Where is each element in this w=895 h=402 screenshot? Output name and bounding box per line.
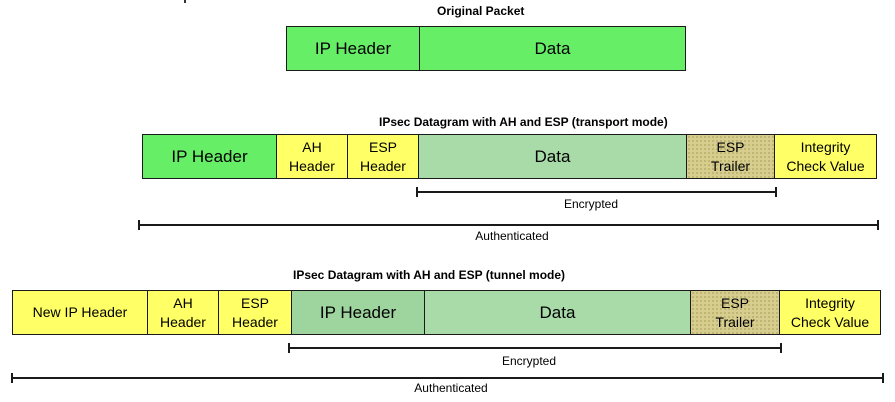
transport-encrypted-line: [416, 191, 777, 193]
tunnel-trailer-line1: ESP: [720, 294, 749, 311]
original-data-label: Data: [534, 39, 571, 58]
transport-data: Data: [418, 134, 687, 179]
tunnel-ip-header-label: IP Header: [319, 303, 397, 322]
tunnel-ah-header: AH Header: [147, 290, 219, 335]
tunnel-authenticated-label: Authenticated: [414, 381, 488, 395]
tunnel-authenticated-line: [11, 377, 884, 379]
original-ip-header: IP Header: [286, 26, 420, 71]
tunnel-esp-line1: ESP: [240, 294, 269, 311]
transport-esp-header: ESP Header: [347, 134, 419, 179]
tunnel-ah-line1: AH: [173, 294, 193, 311]
transport-esp-trailer: ESP Trailer: [686, 134, 775, 179]
tunnel-encrypted-label: Encrypted: [501, 354, 557, 368]
tunnel-data-label: Data: [539, 303, 576, 322]
tunnel-encrypted-line: [288, 347, 782, 349]
transport-ah-line1: AH: [302, 138, 322, 155]
transport-authenticated-line: [138, 224, 879, 226]
tunnel-data: Data: [424, 290, 691, 335]
transport-icv-line1: Integrity: [800, 138, 851, 155]
transport-esp-line2: Header: [360, 157, 406, 174]
transport-ah-header: AH Header: [276, 134, 348, 179]
transport-encrypted-right-tick: [775, 187, 777, 197]
transport-authenticated-label: Authenticated: [475, 229, 549, 243]
tunnel-new-ip-header-label: New IP Header: [32, 304, 128, 320]
tunnel-esp-trailer: ESP Trailer: [690, 290, 780, 335]
transport-authenticated-right-tick: [877, 220, 879, 230]
tunnel-icv-line1: Integrity: [805, 294, 855, 311]
transport-ip-header: IP Header: [142, 134, 277, 179]
transport-trailer-line2: Trailer: [710, 157, 751, 174]
tunnel-authenticated-right-tick: [882, 373, 884, 383]
tunnel-esp-line2: Header: [232, 313, 278, 330]
transport-esp-line1: ESP: [368, 138, 397, 155]
transport-ah-line2: Header: [289, 157, 335, 174]
transport-trailer-line1: ESP: [716, 138, 745, 155]
original-ip-header-label: IP Header: [314, 39, 392, 58]
tunnel-ah-line2: Header: [160, 313, 206, 330]
tunnel-encrypted-right-tick: [780, 343, 782, 353]
tunnel-trailer-line2: Trailer: [715, 313, 755, 330]
transport-encrypted-label: Encrypted: [563, 197, 619, 211]
tunnel-ip-header: IP Header: [291, 290, 425, 335]
transport-ip-header-label: IP Header: [171, 147, 248, 166]
stray-mark: [184, 0, 186, 3]
transport-title: IPsec Datagram with AH and ESP (transpor…: [379, 115, 668, 129]
transport-data-label: Data: [534, 147, 571, 166]
tunnel-title: IPsec Datagram with AH and ESP (tunnel m…: [293, 268, 566, 282]
original-data: Data: [419, 26, 686, 71]
tunnel-icv-line2: Check Value: [790, 313, 870, 330]
original-packet-title: Original Packet: [437, 4, 525, 18]
transport-icv-line2: Check Value: [786, 157, 865, 174]
tunnel-esp-header: ESP Header: [218, 290, 292, 335]
tunnel-new-ip-header: New IP Header: [12, 290, 148, 335]
